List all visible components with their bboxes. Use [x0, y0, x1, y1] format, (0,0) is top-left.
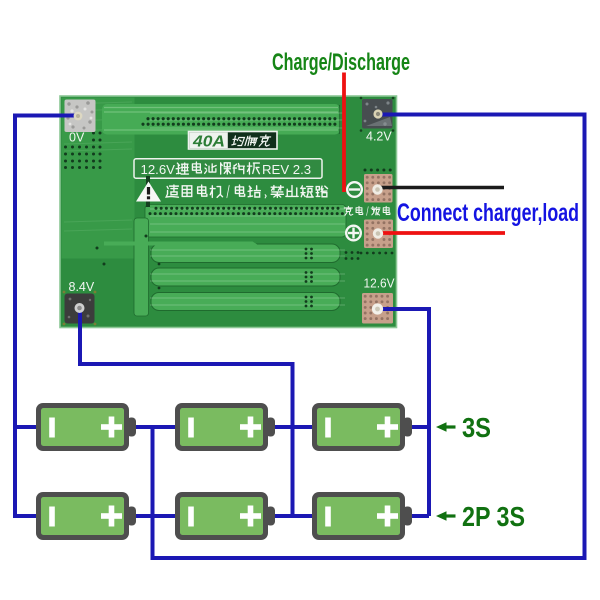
- svg-text:3S: 3S: [462, 412, 491, 443]
- svg-text:Charge/Discharge: Charge/Discharge: [272, 49, 410, 76]
- svg-text:12.6V: 12.6V: [141, 162, 176, 177]
- svg-text:0V: 0V: [69, 131, 85, 145]
- svg-text:40A: 40A: [192, 133, 225, 150]
- svg-text:Connect charger,load: Connect charger,load: [397, 199, 579, 227]
- svg-text:2P 3S: 2P 3S: [462, 501, 525, 532]
- svg-text:4.2V: 4.2V: [366, 130, 392, 144]
- svg-text:REV 2.3: REV 2.3: [262, 162, 311, 177]
- svg-text:12.6V: 12.6V: [364, 277, 396, 291]
- svg-text:8.4V: 8.4V: [69, 280, 95, 294]
